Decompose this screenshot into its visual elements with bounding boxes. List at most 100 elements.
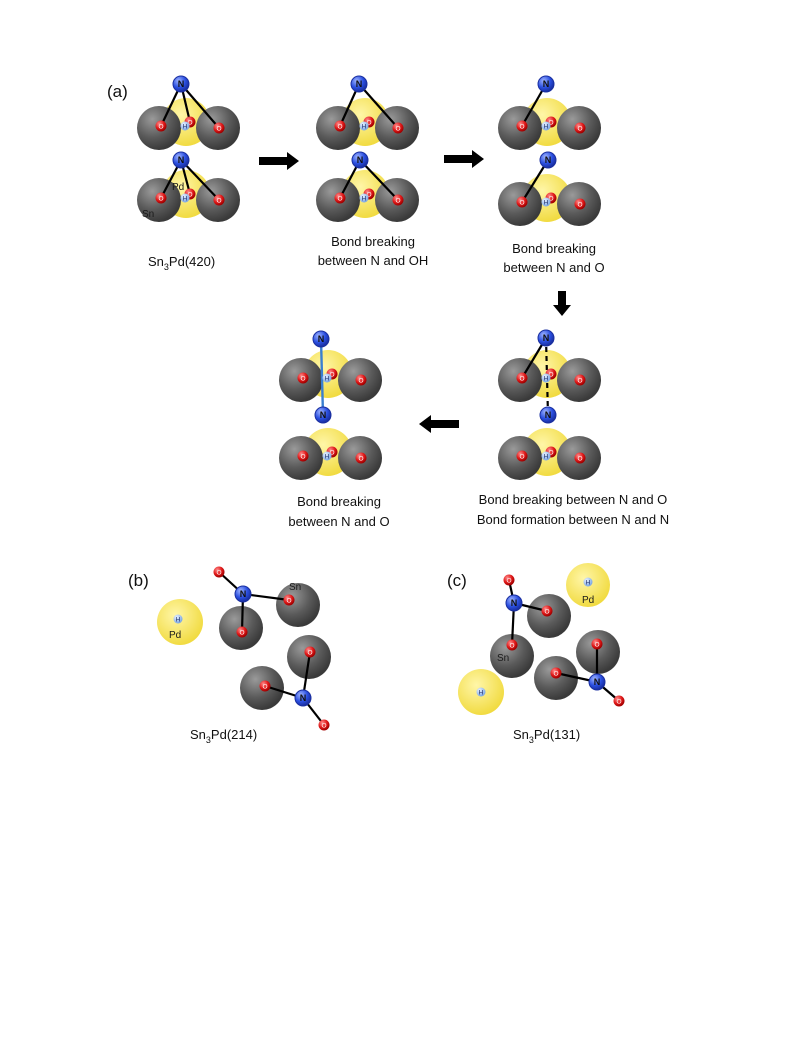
n-atom bbox=[312, 330, 330, 348]
o-atom-label: O bbox=[519, 453, 524, 460]
o-atom-label: O bbox=[337, 195, 342, 202]
n-atom bbox=[539, 151, 557, 169]
panel-label-a: (a) bbox=[107, 82, 128, 101]
panel-label-b: (b) bbox=[128, 571, 149, 590]
n-atom bbox=[351, 151, 369, 169]
h-atom bbox=[173, 614, 183, 624]
o-atom-label: O bbox=[329, 449, 334, 456]
h-atom-label: H bbox=[544, 199, 549, 206]
n-atom-label: N bbox=[178, 79, 185, 89]
o-atom bbox=[574, 452, 586, 464]
o-atom bbox=[334, 192, 346, 204]
o-atom bbox=[392, 194, 404, 206]
n-atom bbox=[314, 406, 332, 424]
o-atom-label: O bbox=[187, 191, 192, 198]
n-atom-label: N bbox=[594, 677, 601, 687]
sn-label-b: Sn bbox=[289, 582, 301, 593]
o-atom-label: O bbox=[187, 119, 192, 126]
o-atom-label: O bbox=[395, 125, 400, 132]
formula-s1: Sn3Pd(420) bbox=[148, 254, 215, 272]
o-atom-label: O bbox=[337, 123, 342, 130]
o-atom-label: O bbox=[509, 642, 514, 649]
h-atom-label: H bbox=[479, 689, 484, 696]
bond bbox=[180, 159, 220, 201]
o-atom-label: O bbox=[506, 577, 511, 584]
n-atom bbox=[294, 689, 312, 707]
sn-label-a: Sn bbox=[142, 209, 154, 220]
h-atom-label: H bbox=[362, 195, 367, 202]
o-atom bbox=[236, 626, 248, 638]
sn-label-c: Sn bbox=[497, 653, 509, 664]
h-atom-label: H bbox=[183, 195, 188, 202]
h-atom bbox=[541, 197, 551, 207]
o-atom-label: O bbox=[577, 125, 582, 132]
o-atom bbox=[355, 374, 367, 386]
caption-s4-line2: Bond formation between N and N bbox=[477, 512, 669, 527]
o-atom-label: O bbox=[577, 455, 582, 462]
h-atom bbox=[359, 193, 369, 203]
n-atom bbox=[172, 151, 190, 169]
o-atom-label: O bbox=[307, 649, 312, 656]
o-atom-label: O bbox=[358, 377, 363, 384]
o-atom-label: O bbox=[553, 670, 558, 677]
o-atom bbox=[506, 639, 518, 651]
o-atom-label: O bbox=[577, 201, 582, 208]
o-atom-label: O bbox=[616, 698, 621, 705]
o-atom bbox=[213, 194, 225, 206]
o-atom-label: O bbox=[300, 375, 305, 382]
o-atom bbox=[591, 638, 603, 650]
n-atom-label: N bbox=[545, 155, 552, 165]
o-atom-label: O bbox=[300, 453, 305, 460]
o-atom bbox=[392, 122, 404, 134]
o-atom bbox=[516, 196, 528, 208]
o-atom bbox=[334, 120, 346, 132]
o-atom bbox=[355, 452, 367, 464]
o-atom-label: O bbox=[519, 375, 524, 382]
n-atom-label: N bbox=[543, 333, 550, 343]
o-atom bbox=[613, 695, 625, 707]
o-atom-label: O bbox=[366, 119, 371, 126]
o-atom-label: O bbox=[519, 123, 524, 130]
o-atom bbox=[155, 192, 167, 204]
o-atom bbox=[304, 646, 316, 658]
n-atom-label: N bbox=[545, 410, 552, 420]
sn-atom bbox=[490, 634, 534, 678]
o-atom bbox=[283, 594, 295, 606]
caption-s3-line1: Bond breaking bbox=[512, 241, 596, 256]
o-atom-label: O bbox=[329, 371, 334, 378]
h-atom bbox=[541, 121, 551, 131]
arrow-down bbox=[553, 291, 571, 316]
n-atom-label: N bbox=[320, 410, 327, 420]
o-atom bbox=[516, 450, 528, 462]
h-atom bbox=[180, 193, 190, 203]
o-atom bbox=[259, 680, 271, 692]
h-atom bbox=[322, 451, 332, 461]
n-atom-label: N bbox=[357, 155, 364, 165]
o-atom-label: O bbox=[577, 377, 582, 384]
n-atom bbox=[537, 329, 555, 347]
o-atom-label: O bbox=[216, 197, 221, 204]
n-atom bbox=[539, 406, 557, 424]
pd-label-c: Pd bbox=[582, 595, 594, 606]
h-atom-label: H bbox=[325, 375, 330, 382]
bond bbox=[358, 83, 399, 129]
caption-s4-line1: Bond breaking between N and O bbox=[479, 492, 668, 507]
o-atom-label: O bbox=[216, 125, 221, 132]
h-atom bbox=[541, 373, 551, 383]
panel-label-c: (c) bbox=[447, 571, 467, 590]
caption-s2-line1: Bond breaking bbox=[331, 234, 415, 249]
h-atom bbox=[359, 121, 369, 131]
caption-s2-line2: between N and OH bbox=[318, 253, 429, 268]
o-atom-label: O bbox=[158, 123, 163, 130]
n-atom-label: N bbox=[240, 589, 247, 599]
o-atom-label: O bbox=[358, 455, 363, 462]
n-atom-label: N bbox=[543, 79, 550, 89]
o-atom-label: O bbox=[544, 608, 549, 615]
arrow-right bbox=[259, 152, 299, 170]
formula-c: Sn3Pd(131) bbox=[513, 727, 580, 745]
o-atom bbox=[574, 198, 586, 210]
o-atom-label: O bbox=[366, 191, 371, 198]
